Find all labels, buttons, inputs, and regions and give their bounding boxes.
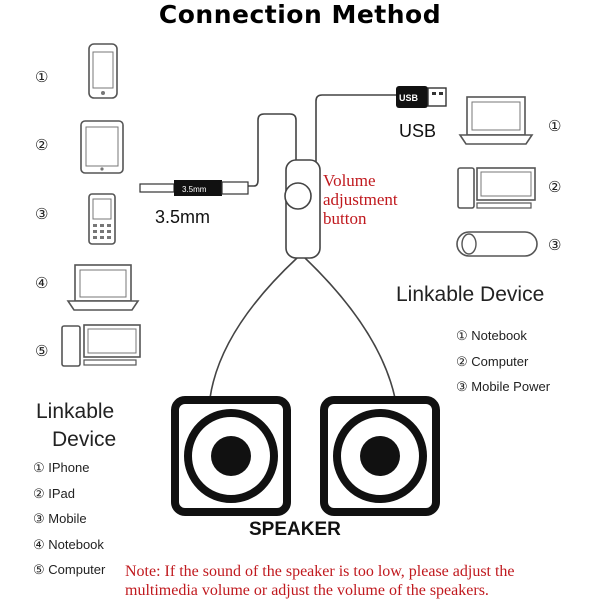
- volume-control-icon: [284, 159, 321, 259]
- volume-label: Volume adjustment button: [323, 171, 398, 228]
- left-number: ③: [35, 206, 49, 223]
- note-line: multimedia volume or adjust the volume o…: [125, 582, 489, 599]
- volume-label-line: Volume: [323, 171, 376, 190]
- right-number: ①: [548, 118, 562, 135]
- notebook-icon: [458, 96, 534, 145]
- list-item: ② IPad: [33, 485, 76, 501]
- heading-line: Device: [52, 428, 117, 451]
- left-number: ④: [35, 275, 49, 292]
- computer-icon: [457, 167, 536, 209]
- notebook-icon: [66, 264, 140, 311]
- left-number: ⑤: [35, 343, 49, 360]
- page-title: Connection Method: [158, 0, 442, 29]
- volume-label-line: button: [323, 209, 367, 228]
- left-number: ②: [35, 137, 49, 154]
- list-item: ① Notebook: [456, 328, 527, 343]
- cable-jack: [248, 113, 297, 187]
- jack-plug-label: 3.5mm: [182, 185, 207, 194]
- audio-jack-plug-icon: [139, 180, 249, 196]
- phone-icon: [88, 43, 118, 99]
- usb-plug-label: USB: [399, 93, 419, 103]
- cable-right-speaker: [304, 257, 396, 399]
- left-linkable-heading: Linkable Device: [36, 398, 116, 454]
- jack-label: 3.5mm: [155, 207, 211, 227]
- list-item: ③ Mobile Power: [456, 379, 551, 394]
- cable-left-speaker: [209, 257, 298, 399]
- right-speaker-icon: [320, 396, 440, 516]
- left-speaker-icon: [171, 396, 291, 516]
- usb-label: USB: [399, 121, 437, 141]
- right-device-list: ① Notebook ② Computer ③ Mobile Power: [456, 323, 550, 400]
- list-item: ④ Notebook: [33, 536, 104, 552]
- right-linkable-heading: Linkable Device: [396, 283, 545, 306]
- note-text: Note: If the sound of the speaker is too…: [125, 562, 515, 600]
- heading-line: Linkable: [36, 400, 115, 423]
- list-item: ③ Mobile: [33, 511, 87, 526]
- usb-plug-icon: [396, 86, 447, 108]
- right-number: ③: [548, 237, 562, 254]
- list-item: ① IPhone: [33, 460, 90, 475]
- computer-icon: [61, 324, 141, 367]
- mobile-phone-icon: [88, 193, 116, 245]
- left-device-list: ① IPhone ② IPad ③ Mobile ④ Notebook ⑤ Co…: [33, 455, 105, 583]
- list-item: ② Computer: [456, 353, 529, 369]
- left-number: ①: [35, 69, 49, 86]
- tablet-icon: [80, 120, 124, 174]
- cable-usb: [315, 94, 398, 162]
- list-item: ⑤ Computer: [33, 562, 106, 577]
- note-line: Note: If the sound of the speaker is too…: [125, 563, 515, 580]
- speaker-label: SPEAKER: [249, 519, 341, 540]
- power-bank-icon: [456, 231, 538, 257]
- volume-label-line: adjustment: [323, 190, 398, 209]
- right-number: ②: [548, 179, 562, 196]
